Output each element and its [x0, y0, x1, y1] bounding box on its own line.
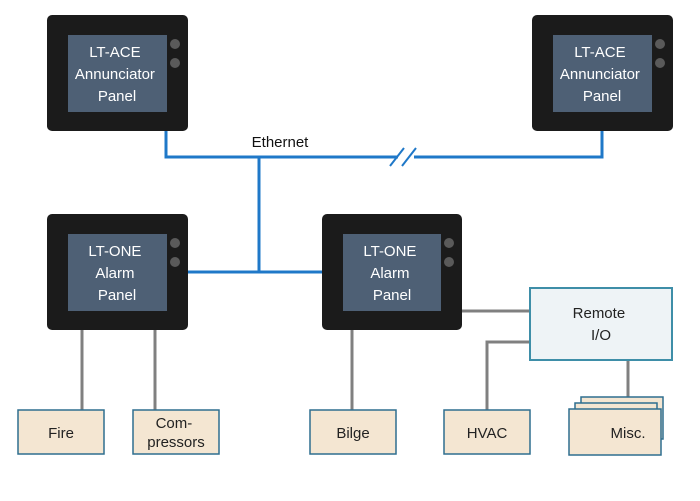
panel-screen [553, 35, 652, 112]
input-compressors: Com- pressors [132, 409, 220, 455]
panel-button-icon [170, 238, 180, 248]
input-label: HVAC [467, 425, 508, 442]
panel-label-line: Alarm [370, 265, 409, 282]
panel-label-line: Panel [98, 287, 136, 304]
signal-wires [80, 309, 630, 410]
misc-card-front [568, 408, 662, 456]
svg-text:LT-ACE Annunciator: LT-ACE Annunciator Panel [560, 44, 644, 105]
input-box [309, 409, 397, 455]
input-box [443, 409, 531, 455]
input-label: Fire [48, 425, 74, 442]
input-label-line: pressors [147, 434, 205, 451]
input-label: Bilge [336, 425, 369, 442]
ethernet-break-gap [398, 151, 414, 163]
input-box [17, 409, 105, 455]
svg-text:LT-ONE Alarm Panel: LT-ONE Alarm Panel [88, 243, 145, 304]
input-fire: Fire [17, 409, 105, 455]
lt-one-alarm-panel-left: LT-ONE Alarm Panel [47, 214, 188, 330]
panel-screen [343, 234, 441, 311]
svg-text:Remote I/O: Remote I/O [573, 305, 630, 344]
svg-text:LT-ONE Alarm Panel: LT-ONE Alarm Panel [363, 243, 420, 304]
input-bilge: Bilge [309, 409, 397, 455]
lt-ace-annunciator-panel-left: LT-ACE Annunciator Panel [47, 15, 188, 131]
panel-label-line: Annunciator [560, 66, 640, 83]
remote-io-label-line: I/O [591, 327, 611, 344]
lt-ace-annunciator-panel-right: LT-ACE Annunciator Panel [532, 15, 673, 131]
panel-label-line: LT-ACE [89, 44, 140, 61]
panel-button-icon [170, 58, 180, 68]
panel-label-line: Panel [98, 88, 136, 105]
input-box [132, 409, 220, 455]
panel-label-line: LT-ACE [574, 44, 625, 61]
panel-label-line: Panel [583, 88, 621, 105]
lt-one-alarm-panel-right: LT-ONE Alarm Panel [322, 214, 462, 330]
panel-button-icon [444, 257, 454, 267]
panel-screen [68, 234, 167, 311]
input-label-line: Com- [156, 415, 193, 432]
input-label: Misc. [611, 425, 646, 442]
panel-button-icon [170, 39, 180, 49]
panel-button-icon [655, 39, 665, 49]
svg-text:LT-ACE Annunciator: LT-ACE Annunciator Panel [75, 44, 159, 105]
remote-io-frame [529, 287, 673, 361]
ethernet-break-slash-2 [401, 147, 417, 167]
panel-label-line: LT-ONE [363, 243, 416, 260]
panel-label-line: LT-ONE [88, 243, 141, 260]
input-hvac: HVAC [443, 409, 531, 455]
panel-screen [68, 35, 167, 112]
input-misc-stack: Misc. [568, 396, 664, 456]
ethernet-break-symbol [389, 147, 417, 167]
ethernet-lines [164, 130, 604, 274]
ethernet-trunk [164, 130, 604, 159]
wire-hvac [485, 340, 530, 410]
svg-text:Com- pressors: Com- pressors [147, 415, 205, 451]
panel-label-line: Alarm [95, 265, 134, 282]
remote-io-label-line: Remote [573, 305, 626, 322]
panel-label-line: Panel [373, 287, 411, 304]
panel-button-icon [444, 238, 454, 248]
ethernet-label: Ethernet [252, 134, 310, 151]
remote-io-box: Remote I/O [529, 287, 673, 361]
panel-button-icon [170, 257, 180, 267]
panel-label-line: Annunciator [75, 66, 155, 83]
panel-button-icon [655, 58, 665, 68]
ethernet-break-slash-1 [389, 147, 405, 167]
